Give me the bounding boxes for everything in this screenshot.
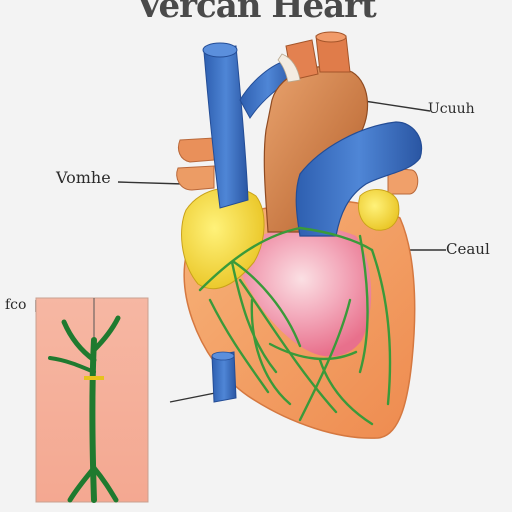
label-right: Ceaul (446, 240, 490, 258)
diagram-title: Vercan Heart (136, 0, 377, 26)
label-inset: fco (5, 297, 27, 313)
inset-branch (48, 315, 121, 503)
vena-cava (203, 45, 249, 209)
right-vessel-stubs (387, 167, 419, 195)
inset-panel (35, 297, 149, 503)
leader-left (117, 181, 185, 185)
coronary-vessels (198, 226, 392, 426)
right-atrium (358, 188, 400, 231)
label-left: Vomhe (56, 168, 111, 187)
pulmonary-artery (295, 121, 423, 237)
label-top-right: Ucuuh (428, 101, 475, 117)
pink-chamber (232, 227, 372, 357)
left-vessel-stubs (176, 137, 215, 191)
leader-top-right (363, 100, 431, 112)
